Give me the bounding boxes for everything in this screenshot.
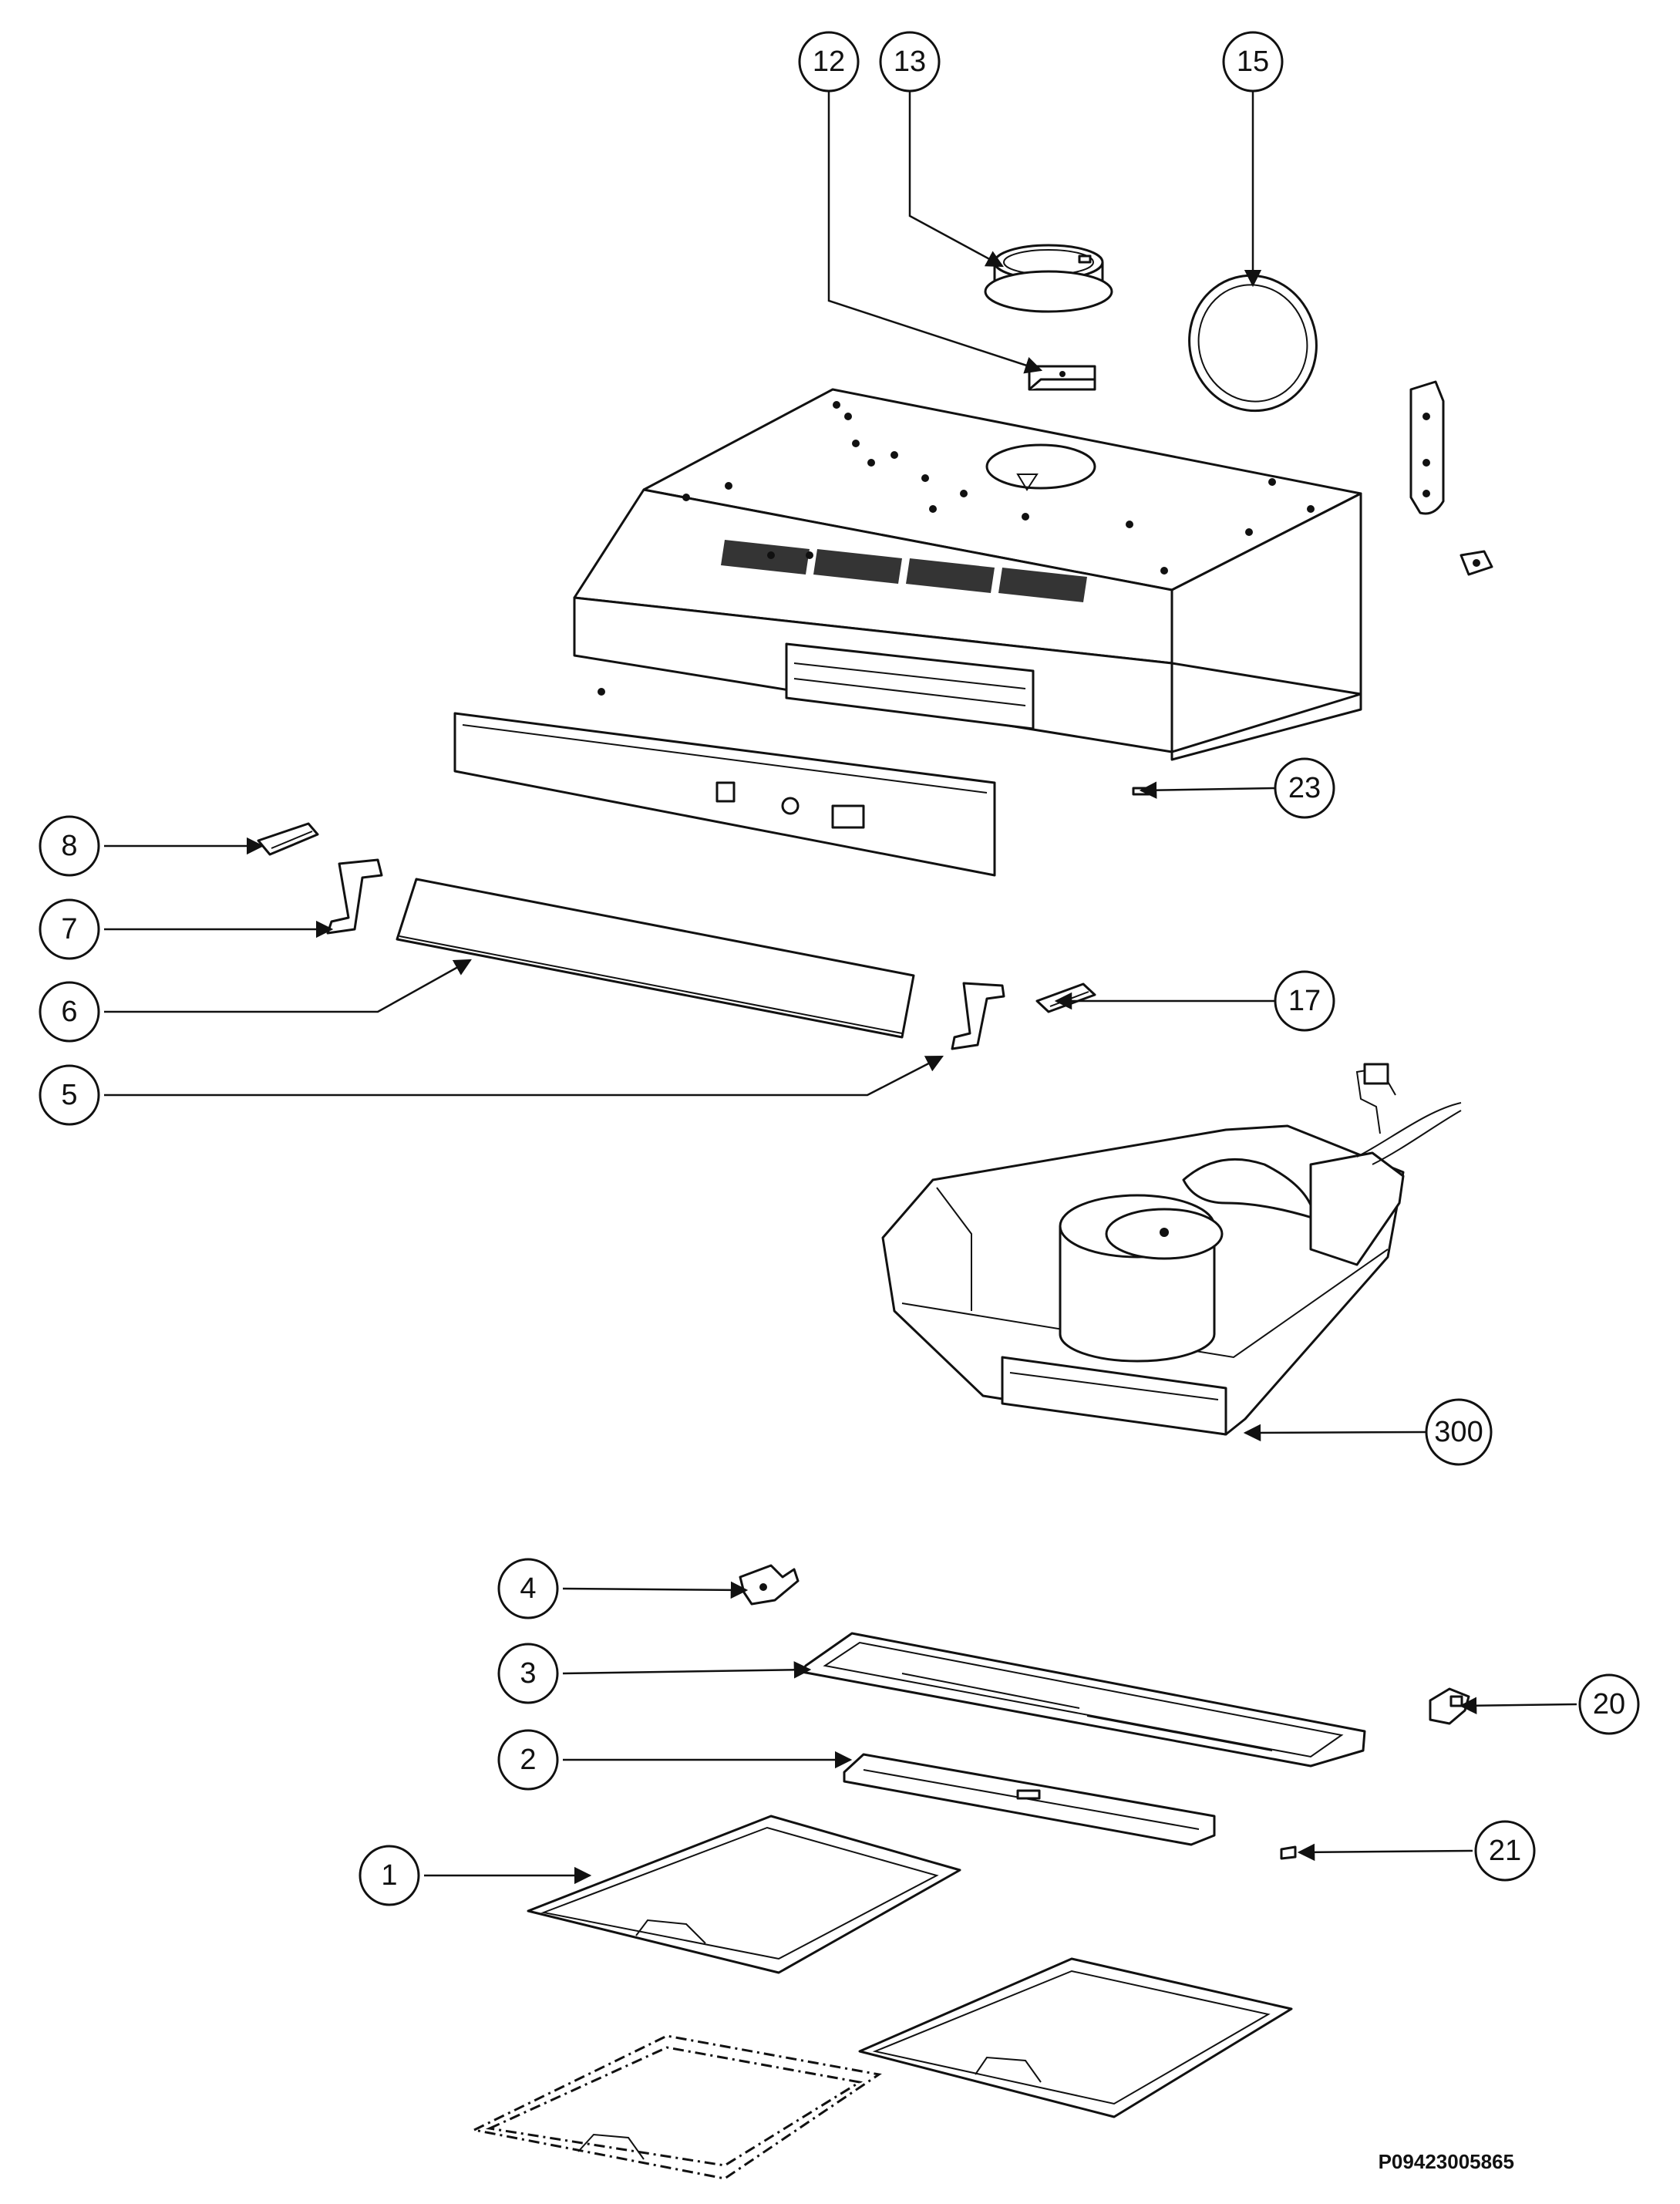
callout-circle: [39, 1064, 100, 1126]
hinge-bracket-right-part: [951, 982, 1005, 1050]
callout-circle: [497, 1729, 559, 1791]
callout-circle: [879, 31, 941, 93]
callout-label: 8: [61, 830, 77, 862]
motor-fan-assembly-part: [881, 1063, 1462, 1436]
filter-frame-part: [800, 1632, 1366, 1768]
control-panel-part: [453, 712, 996, 877]
vent-grille: [721, 540, 1087, 602]
callout-label: 7: [61, 913, 77, 945]
callout-label: 1: [381, 1859, 397, 1892]
callout-12: 12: [798, 31, 860, 93]
callout-300: 300: [1425, 1398, 1493, 1466]
callout-label: 4: [520, 1572, 536, 1605]
callout-label: 15: [1237, 45, 1269, 78]
callout-4: 4: [497, 1558, 559, 1619]
callout-circle: [1578, 1673, 1640, 1735]
callout-circle: [39, 898, 100, 960]
callout-5: 5: [39, 1064, 100, 1126]
callout-circle: [497, 1558, 559, 1619]
callout-2: 2: [497, 1729, 559, 1791]
callout-23: 23: [1274, 757, 1335, 819]
clip-4-part: [739, 1564, 800, 1606]
callout-label: 20: [1593, 1688, 1625, 1720]
callout-circle: [39, 981, 100, 1043]
leader-lines: [104, 89, 1577, 1885]
callout-label: 3: [520, 1657, 536, 1690]
callout-group: 12 13 15 23 8 7 6 17 5 300 4 3 20 2 21 1: [39, 31, 1640, 1906]
damper-bracket-part: [1028, 365, 1096, 391]
callout-label: 300: [1434, 1416, 1483, 1448]
end-cap-right-part: [1035, 982, 1096, 1013]
small-clip-part: [1459, 550, 1493, 576]
callout-circle: [497, 1643, 559, 1704]
callout-1: 1: [359, 1845, 420, 1906]
ring-gasket-part: [1188, 274, 1318, 413]
callout-circle: [1425, 1398, 1493, 1466]
callout-15: 15: [1222, 31, 1284, 93]
callout-label: 5: [61, 1079, 77, 1111]
callout-6: 6: [39, 981, 100, 1043]
callout-label: 17: [1288, 985, 1321, 1017]
callout-circle: [1274, 757, 1335, 819]
callout-20: 20: [1578, 1673, 1640, 1735]
document-code: P09423005865: [1379, 2150, 1514, 2173]
mounting-bracket-part: [1409, 380, 1445, 515]
callout-circle: [359, 1845, 420, 1906]
end-cap-left-part: [257, 822, 319, 856]
grease-filter-right-part: [858, 1957, 1293, 2118]
callout-label: 13: [894, 45, 926, 78]
callout-circle: [1474, 1820, 1536, 1882]
callout-label: 6: [61, 996, 77, 1028]
callout-17: 17: [1274, 970, 1335, 1032]
callout-3: 3: [497, 1643, 559, 1704]
callout-21: 21: [1474, 1820, 1536, 1882]
grease-filter-left-part: [527, 1815, 961, 1974]
callout-13: 13: [879, 31, 941, 93]
grease-filter-optional-part: [470, 2034, 882, 2180]
screw-21-part: [1280, 1845, 1297, 1860]
callout-8: 8: [39, 815, 100, 877]
front-panel-part: [396, 878, 915, 1039]
hood-body-part: [573, 388, 1362, 761]
callout-label: 21: [1489, 1835, 1521, 1867]
callout-circle: [39, 815, 100, 877]
callout-circle: [1222, 31, 1284, 93]
filter-retainer-part: [843, 1753, 1216, 1846]
callout-circle: [1274, 970, 1335, 1032]
hinge-bracket-left-part: [326, 858, 383, 935]
callout-7: 7: [39, 898, 100, 960]
callout-label: 23: [1288, 772, 1321, 804]
duct-collar-part: [984, 244, 1113, 313]
callout-circle: [798, 31, 860, 93]
callout-label: 12: [813, 45, 845, 78]
callout-label: 2: [520, 1744, 536, 1776]
